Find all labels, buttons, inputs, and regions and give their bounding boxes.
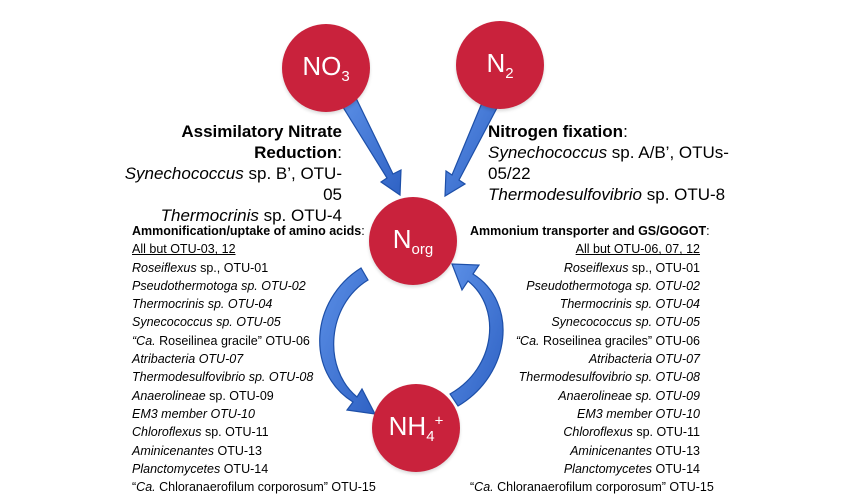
ammonification-list-item: Anaerolineae sp. OTU-09	[132, 388, 274, 403]
ammonification-list-item: Thermocrinis sp. OTU-04	[132, 297, 273, 312]
ammonification-list-item: EM3 member OTU-10	[132, 406, 255, 421]
node-organic-nitrogen-label: Norg	[392, 223, 434, 259]
arrow-nh4-to-norg-curved	[449, 263, 504, 407]
ammonium-list-item: Atribacteria OTU-07	[588, 352, 700, 367]
assimilatory-nitrate-reduction-block: Assimilatory Nitrate Reduction: Synechoc…	[120, 121, 342, 226]
node-organic-nitrogen: Norg	[369, 197, 457, 285]
node-dinitrogen: N2	[456, 21, 544, 109]
ammonification-list-item: Atribacteria OTU-07	[132, 352, 244, 367]
nitrogen-cycle-diagram: NO3 N2 Norg NH4+ Assimilatory Nitrate Re…	[120, 21, 758, 494]
ammonification-list-item: Aminicenantes OTU-13	[132, 443, 262, 458]
ammonification-all-but: All but OTU-03, 12	[132, 242, 236, 257]
assimilatory-title: Assimilatory Nitrate Reduction:	[181, 122, 342, 162]
ammonium-list-item: Synecococcus sp. OTU-05	[551, 315, 700, 330]
ammonium-list-item: Thermodesulfovibrio sp. OTU-08	[518, 370, 700, 385]
ammonification-list-item: Synecococcus sp. OTU-05	[132, 315, 281, 330]
ammonification-list-item: Chloroflexus sp. OTU-11	[132, 425, 269, 440]
ammonium-list-item: “Ca. Roseilinea graciles” OTU-06	[515, 333, 700, 348]
ammonium-list-item: Chloroflexus sp. OTU-11	[563, 425, 700, 440]
ammonium-list-item: Roseiflexus sp., OTU-01	[563, 260, 700, 275]
arrow-n2-to-norg	[444, 97, 499, 198]
ammonification-list-item: Pseudothermotoga sp. OTU-02	[132, 278, 306, 293]
node-nitrate-label: NO3	[302, 50, 350, 86]
ammonification-list: Ammonification/uptake of amino acids: Al…	[132, 222, 376, 496]
ammonification-list-item: Planctomycetes OTU-14	[132, 461, 269, 476]
arrow-no3-to-norg	[340, 95, 402, 197]
ammonium-list-item: Pseudothermotoga sp. OTU-02	[526, 278, 700, 293]
ammonium-all-but: All but OTU-06, 07, 12	[575, 242, 700, 257]
ammonium-transporter-list: Ammonium transporter and GS/GOGOT: All b…	[470, 222, 714, 496]
ammonium-list-item: “Ca. Chloranaerofilum corporosum” OTU-15	[470, 480, 714, 495]
ammonification-list-item: “Ca. Chloranaerofilum corporosum” OTU-15	[132, 480, 376, 495]
assimilatory-line-2: Thermocrinis sp. OTU-4	[160, 206, 342, 225]
ammonium-list-item: Thermocrinis sp. OTU-04	[559, 297, 700, 312]
node-ammonium: NH4+	[372, 384, 460, 472]
node-nitrate: NO3	[282, 24, 370, 112]
fixation-line-1: Synechococcus sp. A/B’, OTUs-05/22	[488, 143, 729, 183]
ammonium-list-item: Anaerolineae sp. OTU-09	[558, 388, 700, 403]
fixation-title: Nitrogen fixation:	[488, 122, 628, 141]
ammonification-list-item: Roseiflexus sp., OTU-01	[132, 260, 269, 275]
node-ammonium-label: NH4+	[388, 410, 444, 446]
fixation-line-2: Thermodesulfovibrio sp. OTU-8	[488, 185, 726, 204]
ammonification-list-item: Thermodesulfovibrio sp. OTU-08	[132, 370, 314, 385]
ammonium-title: Ammonium transporter and GS/GOGOT:	[470, 224, 710, 238]
ammonium-list-item: Aminicenantes OTU-13	[570, 443, 700, 458]
ammonification-list-item: “Ca. Roseilinea gracile” OTU-06	[132, 333, 310, 348]
ammonium-list-item: EM3 member OTU-10	[577, 406, 700, 421]
ammonification-title: Ammonification/uptake of amino acids:	[132, 224, 365, 238]
assimilatory-line-1: Synechococcus sp. B’, OTU-05	[124, 164, 342, 204]
node-dinitrogen-label: N2	[486, 47, 514, 83]
ammonium-list-item: Planctomycetes OTU-14	[563, 461, 700, 476]
nitrogen-fixation-block: Nitrogen fixation: Synechococcus sp. A/B…	[488, 121, 758, 205]
